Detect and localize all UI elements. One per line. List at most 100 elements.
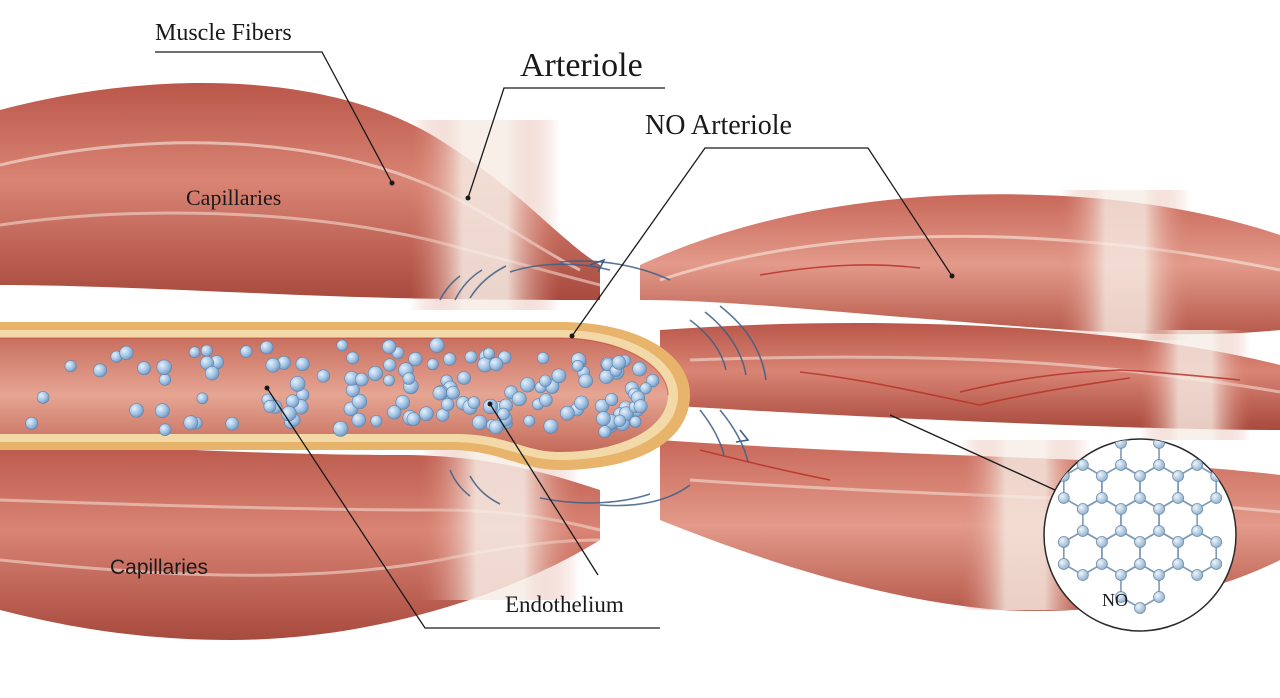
blood-cell [402,372,415,385]
blood-cell [295,356,310,371]
blood-cell [457,371,471,385]
blood-cell [646,374,660,388]
wave-arrow-icon [589,258,606,273]
blood-cell [467,396,481,410]
molecule-atom [1172,492,1185,504]
blood-cell [472,414,488,431]
blood-cell [488,419,504,435]
blood-cell [225,416,239,431]
blood-cell [632,361,647,377]
molecule-atom [1153,525,1165,537]
molecule-atom [1172,470,1185,482]
molecule-atom [1153,591,1165,603]
blood-cell [188,346,201,359]
blood-cell [426,358,439,371]
blood-cell [613,414,626,427]
capillaries-right [699,264,1241,481]
blood-cell [633,399,648,414]
blood-cell [432,386,447,401]
blood-cell [611,355,627,370]
blood-cell [260,340,274,355]
no-diffusion-waves [439,260,767,507]
blood-cell [446,385,460,400]
molecule-atom [1210,492,1223,504]
blood-cell [263,399,277,413]
molecule-atom [1115,503,1127,515]
molecule-atom [1057,558,1070,570]
label-muscle-fibers: Muscle Fibers [155,20,292,46]
blood-cell [578,373,593,389]
blood-cell [408,352,423,367]
muscle-bundle-right-middle [660,323,1280,440]
molecule-atom [1057,492,1070,504]
wave-arrow-icon-2 [735,429,750,443]
blood-cell [387,405,402,420]
blood-cell [539,374,552,388]
molecule-atom [1076,569,1089,581]
blood-cell [497,407,510,421]
blood-cell [418,406,434,422]
no-molecule-inset [1043,438,1237,632]
blood-cell [511,391,527,407]
molecule-atom [1095,492,1108,504]
blood-cell [560,405,575,421]
molecule-atom [1210,536,1223,548]
molecule-atom [1134,470,1146,482]
molecule-atom [1210,558,1223,570]
molecule-atom [1191,525,1204,537]
blood-cell [64,360,77,373]
blood-cell [36,391,50,404]
blood-cell [196,392,209,405]
blood-cell [285,394,300,408]
blood-cell [383,374,395,387]
molecule-atom [1076,525,1089,537]
blood-cell [482,347,495,360]
blood-cell [183,415,199,431]
molecule-atom [1153,503,1165,515]
blood-cell [574,395,589,411]
blood-cell [523,414,536,427]
molecule-atom [1191,503,1204,515]
blood-cell [489,357,504,372]
blood-cell [539,393,553,407]
muscle-bundle-upper-left [0,82,601,310]
leader-lines [155,51,1056,629]
molecule-atom [1095,536,1108,548]
blood-cell [351,412,366,428]
molecule-atom [1153,569,1165,581]
muscle-bundle-lower-left [0,440,601,640]
blood-cell [406,412,421,426]
blood-cell [240,345,253,358]
blood-cell [543,418,559,434]
blood-cell [382,339,397,354]
blood-cell [25,416,39,430]
blood-cell [443,352,457,366]
molecule-atom [1115,591,1127,603]
blood-cell [316,369,331,383]
blood-cell [158,373,172,386]
blood-cell [93,363,107,378]
blood-cell [629,415,642,428]
blood-cell [119,345,134,361]
molecule-atom [1115,525,1127,537]
blood-cell [158,423,172,436]
blood-cell [605,392,619,406]
molecule-atom [1172,558,1185,570]
molecule-atom [1153,459,1165,471]
blood-cell [482,398,499,415]
molecule-atom [1191,569,1204,581]
label-no-arteriole: NO Arteriole [645,110,792,141]
blood-cell [129,403,144,418]
blood-cell [137,361,151,376]
molecule-atom [1057,536,1070,548]
blood-cell [351,393,368,410]
blood-cell [354,372,369,387]
blood-cell [200,344,213,357]
blood-cell [551,368,567,384]
blood-cell [332,420,349,437]
molecule-atom [1095,558,1108,570]
blood-cell [598,425,612,439]
molecule-atom [1134,536,1146,548]
blood-cell [429,337,445,353]
blood-cell [383,358,397,372]
